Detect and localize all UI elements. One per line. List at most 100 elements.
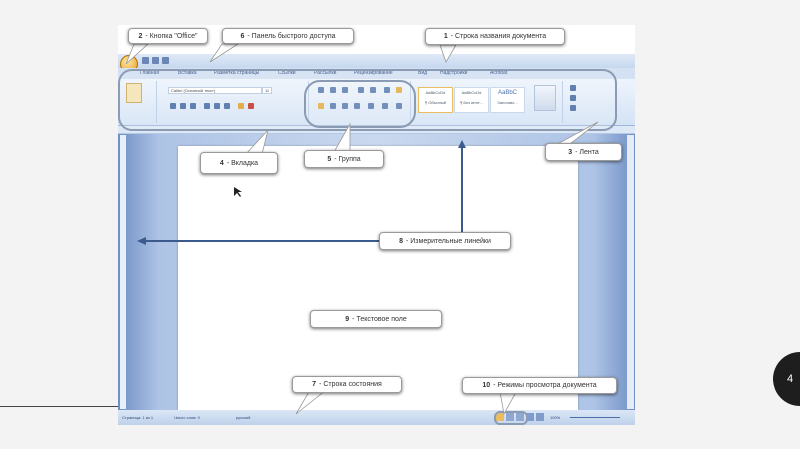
ribbon-group-paragraph <box>310 81 411 123</box>
bullets-icon[interactable] <box>318 87 324 93</box>
replace-icon[interactable] <box>570 95 576 101</box>
tab-home[interactable]: Главная <box>140 70 160 76</box>
save-icon[interactable] <box>142 57 149 64</box>
callout-rulers-num: 8 <box>399 237 403 245</box>
style-normal-label: ¶ Обычный <box>425 100 446 105</box>
font-size-field[interactable]: 11 <box>262 87 273 94</box>
find-icon[interactable] <box>570 85 576 91</box>
line-spacing-icon[interactable] <box>368 103 374 109</box>
callout-office-button-num: 2 <box>138 32 143 40</box>
style-normal[interactable]: AaBbCcDd¶ Обычный <box>418 87 453 113</box>
select-icon[interactable] <box>570 105 576 111</box>
vertical-scrollbar[interactable] <box>627 135 634 409</box>
status-words[interactable]: Число слов: 0 <box>174 415 200 420</box>
strikethrough-icon[interactable] <box>204 103 210 109</box>
callout-quick-access-num: 6 <box>240 32 245 40</box>
view-modes-highlight <box>494 411 528 425</box>
shading-icon[interactable] <box>382 103 388 109</box>
highlight-icon[interactable] <box>238 103 244 109</box>
bold-icon[interactable] <box>170 103 176 109</box>
decrease-indent-icon[interactable] <box>358 87 364 93</box>
pointer-1 <box>439 44 457 63</box>
callout-title-bar-text: - Строка названия документа <box>450 33 547 40</box>
callout-tab-text: - Вкладка <box>226 159 259 167</box>
increase-indent-icon[interactable] <box>370 87 376 93</box>
callout-tab-num: 4 <box>219 159 224 167</box>
superscript-icon[interactable] <box>224 103 230 109</box>
callout-text-field-num: 9 <box>345 315 350 323</box>
undo-icon[interactable] <box>152 57 159 64</box>
tab-insert[interactable]: Вставка <box>178 70 197 76</box>
callout-ribbon-text: - Лента <box>575 148 599 156</box>
ribbon-group-styles <box>412 81 563 123</box>
underline-icon[interactable] <box>190 103 196 109</box>
zoom-slider[interactable] <box>570 417 620 418</box>
web-layout-icon[interactable] <box>516 413 524 421</box>
word-screenshot: Главная Вставка Разметка страницы Ссылки… <box>118 25 635 425</box>
page-number: 4 <box>787 373 794 385</box>
font-name-field[interactable]: Calibri (Основной текст) <box>168 87 262 94</box>
sort-icon[interactable] <box>384 87 390 93</box>
status-page[interactable]: Страница: 1 из 1 <box>122 415 154 420</box>
callout-title-bar: 1- Строка названия документа <box>425 28 565 45</box>
callout-view-modes-num: 10 <box>482 382 491 389</box>
callout-title-bar-num: 1 <box>443 33 448 40</box>
callout-status-bar-num: 7 <box>312 381 317 388</box>
italic-icon[interactable] <box>180 103 186 109</box>
font-color-icon[interactable] <box>248 103 254 109</box>
print-layout-icon[interactable] <box>496 413 504 421</box>
full-screen-icon[interactable] <box>506 413 514 421</box>
callout-text-field-text: - Текстовое поле <box>352 315 407 323</box>
status-language[interactable]: русский <box>236 415 251 420</box>
tab-references[interactable]: Ссылки <box>278 70 296 76</box>
group-highlight <box>304 80 416 128</box>
pointer-6 <box>209 43 240 63</box>
align-center-icon[interactable] <box>330 103 336 109</box>
callout-view-modes: 10- Режимы просмотра документа <box>462 377 617 394</box>
callout-text-field: 9- Текстовое поле <box>310 310 442 328</box>
paste-icon[interactable] <box>126 83 142 103</box>
style-no-spacing[interactable]: AaBbCcDd¶ Без инте... <box>454 87 489 113</box>
change-styles-icon[interactable] <box>534 85 556 111</box>
numbering-icon[interactable] <box>330 87 336 93</box>
callout-status-bar-text: - Строка состояния <box>319 381 382 388</box>
align-left-icon[interactable] <box>318 103 324 109</box>
callout-view-modes-text: - Режимы просмотра документа <box>493 382 597 389</box>
align-right-icon[interactable] <box>342 103 348 109</box>
slide-divider-line <box>0 406 118 407</box>
callout-rulers: 8- Измерительные линейки <box>379 232 511 250</box>
tab-mailings[interactable]: Рассылки <box>314 70 337 76</box>
pointer-10 <box>499 391 517 416</box>
callout-ribbon: 3- Лента <box>545 143 622 161</box>
zoom-level[interactable]: 100% <box>550 415 561 420</box>
style-no-spacing-preview: AaBbCcDd <box>461 90 482 95</box>
justify-icon[interactable] <box>354 103 360 109</box>
callout-group: 5- Группа <box>304 150 384 168</box>
borders-icon[interactable] <box>396 103 402 109</box>
title-bar <box>118 54 635 68</box>
subscript-icon[interactable] <box>214 103 220 109</box>
callout-ribbon-num: 3 <box>568 148 573 156</box>
outline-icon[interactable] <box>526 413 534 421</box>
ribbon-highlight <box>118 69 617 131</box>
vertical-ruler[interactable] <box>120 135 126 409</box>
callout-group-text: - Группа <box>334 155 361 163</box>
draft-icon[interactable] <box>536 413 544 421</box>
tab-view[interactable]: Вид <box>418 70 428 76</box>
callout-status-bar: 7- Строка состояния <box>292 376 402 393</box>
tab-review[interactable]: Рецензирование <box>354 70 393 76</box>
callout-quick-access-text: - Панель быстрого доступа <box>247 32 336 40</box>
ruler-arrowhead-left <box>137 237 146 245</box>
pointer-4 <box>245 129 269 155</box>
pointer-7 <box>295 389 328 415</box>
tab-addins[interactable]: Надстройки <box>440 70 468 76</box>
tab-acrobat[interactable]: Acrobat <box>490 70 508 76</box>
ribbon-group-font <box>158 81 309 123</box>
redo-icon[interactable] <box>162 57 169 64</box>
ribbon-group-clipboard <box>120 81 157 123</box>
multilevel-list-icon[interactable] <box>342 87 348 93</box>
tab-page-layout[interactable]: Разметка страницы <box>214 70 260 76</box>
document-page[interactable] <box>178 146 578 410</box>
show-marks-icon[interactable] <box>396 87 402 93</box>
